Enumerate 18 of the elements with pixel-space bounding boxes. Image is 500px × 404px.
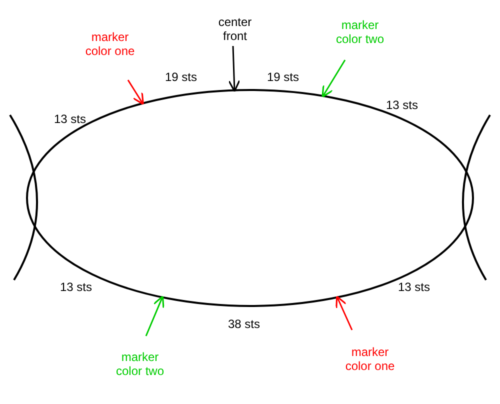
callout-text: marker color one (340, 345, 400, 373)
stitch-count: 13 sts (54, 112, 86, 126)
arrow (322, 60, 346, 98)
stitch-count: 38 sts (228, 317, 260, 331)
callout-text: marker color one (80, 30, 140, 58)
neckline-ellipse (26, 89, 474, 307)
arrow (145, 296, 164, 336)
arrow (127, 80, 144, 106)
callout-text: marker color two (110, 350, 170, 378)
stitch-count: 19 sts (267, 70, 300, 84)
stitch-count: 13 sts (386, 98, 418, 112)
stitch-count: 19 sts (165, 70, 198, 84)
stitch-count: 13 sts (60, 280, 92, 294)
callout-text: center front (210, 15, 260, 43)
arrow (336, 296, 353, 330)
arrow (228, 46, 240, 92)
callout-text: marker color two (330, 18, 390, 46)
stitch-count: 13 sts (398, 280, 430, 294)
